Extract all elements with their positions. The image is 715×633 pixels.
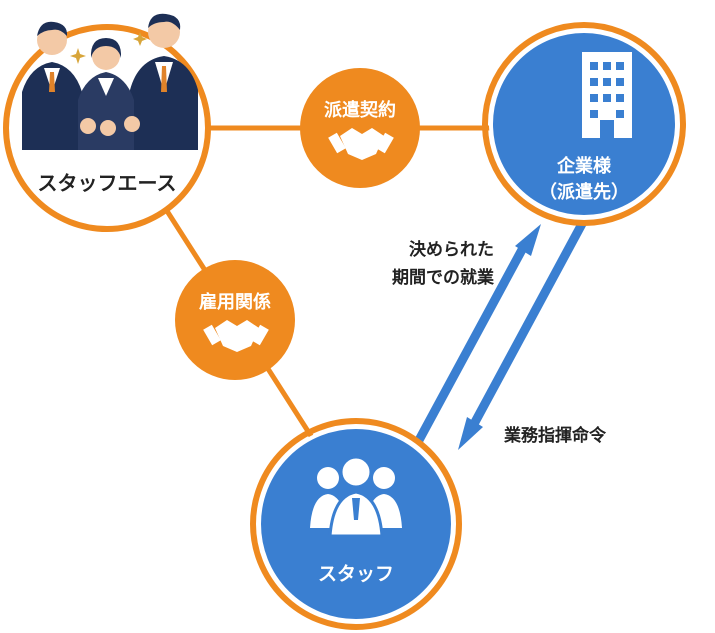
agency-label: スタッフエース xyxy=(38,171,177,195)
handshake-icon xyxy=(203,320,269,352)
command-label: 業務指揮命令 xyxy=(504,425,607,446)
client-label-line2: （派遣先） xyxy=(539,181,629,203)
group-users-icon xyxy=(310,455,402,538)
work-arrowhead xyxy=(515,224,541,256)
command-arrow xyxy=(470,219,587,427)
client-node: 企業様 （派遣先） xyxy=(482,22,686,226)
staff-label: スタッフ xyxy=(318,563,394,585)
building-icon xyxy=(582,52,632,138)
staff-node: スタッフ xyxy=(250,418,462,630)
client-label-line1: 企業様 xyxy=(556,155,612,177)
dispatch-contract-badge: 派遣契約 xyxy=(300,68,420,188)
agency-node: スタッフエース xyxy=(3,13,211,232)
employment-badge: 雇用関係 xyxy=(175,260,295,380)
work-period-label-line2: 期間での就業 xyxy=(392,267,494,288)
command-arrowhead xyxy=(458,417,483,450)
employment-label: 雇用関係 xyxy=(199,291,271,313)
work-arrow xyxy=(414,243,528,445)
dispatch-contract-label: 派遣契約 xyxy=(324,99,396,121)
business-people-icon xyxy=(22,13,198,150)
handshake-icon xyxy=(328,128,394,160)
work-period-label-line1: 決められた xyxy=(409,239,494,260)
